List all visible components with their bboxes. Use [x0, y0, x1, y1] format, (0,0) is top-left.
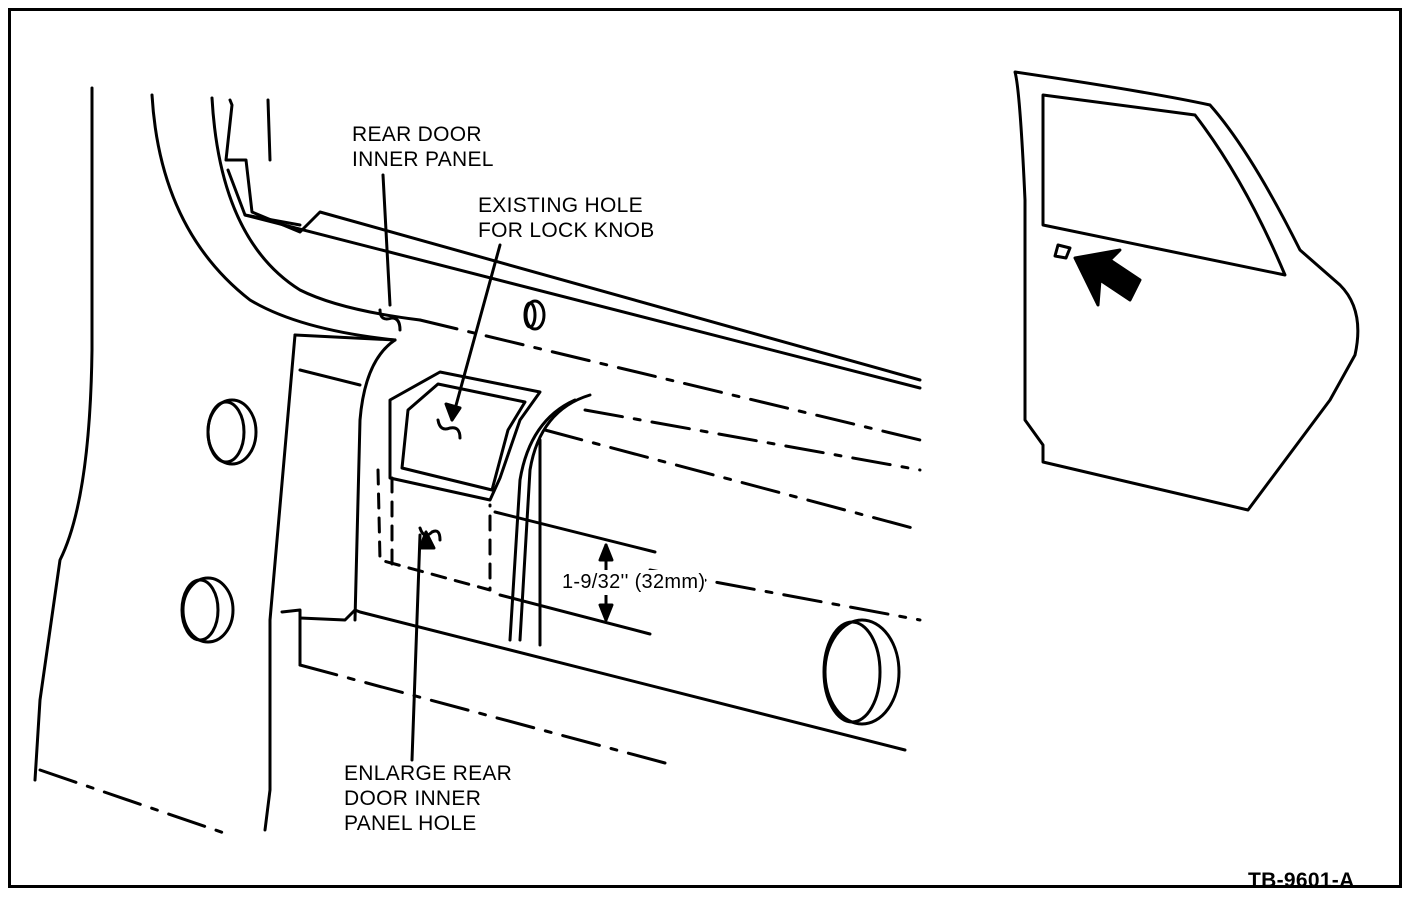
inner-panel-lines: [298, 318, 922, 647]
enlarge-hole-label: ENLARGE REAR DOOR INNER PANEL HOLE: [344, 761, 512, 836]
label-line: INNER PANEL: [352, 148, 494, 171]
label-line: EXISTING HOLE: [478, 194, 643, 217]
location-arrow-icon: [1073, 248, 1142, 307]
bottom-rail: [38, 608, 907, 837]
label-line: PANEL HOLE: [344, 812, 477, 835]
label-line: DOOR INNER: [344, 787, 482, 810]
label-line: FOR LOCK KNOB: [478, 219, 655, 242]
figure-code: TB-9601-A: [1248, 869, 1355, 892]
label-line: REAR DOOR: [352, 123, 482, 146]
panel-plugs: [180, 299, 901, 726]
dimension-lines: [493, 510, 657, 636]
dimension-label: 1-9/32'' (32mm): [562, 570, 706, 595]
existing-hole-outline: [376, 370, 542, 592]
door-pillar-outline: [33, 86, 922, 832]
label-line: ENLARGE REAR: [344, 762, 513, 785]
leader-lines: [378, 173, 502, 762]
existing-hole-label: EXISTING HOLE FOR LOCK KNOB: [478, 193, 655, 243]
figure-frame: [8, 8, 1402, 888]
inset-door-view: [1013, 70, 1360, 512]
rear-door-inner-panel-label: REAR DOOR INNER PANEL: [352, 122, 494, 172]
